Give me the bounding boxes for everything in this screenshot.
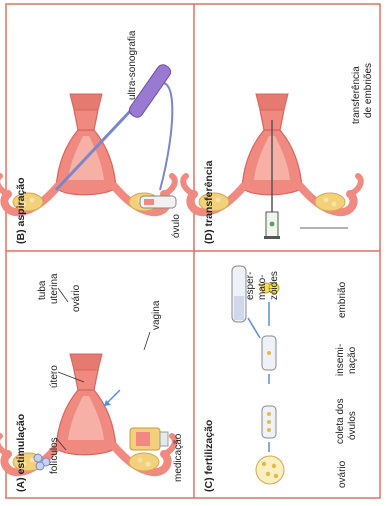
label-uterus: útero <box>50 365 60 388</box>
label-sperm-1: esper- <box>246 272 256 300</box>
label-embryo: embrião <box>338 282 348 318</box>
label-medication: medicação <box>174 434 184 482</box>
label-follicles: folículos <box>50 437 60 474</box>
label-ultrasound: ultra-sonografia <box>128 31 138 100</box>
insemination-dish <box>262 336 276 370</box>
panel-c-title: (C) fertilização <box>204 420 215 492</box>
label-insem-2: nação <box>348 347 358 374</box>
label-uterine: uterina <box>50 273 60 304</box>
label-collect-2: óvulos <box>348 411 358 440</box>
label-ovary-a: ovário <box>72 285 82 312</box>
collection-dish <box>262 406 276 438</box>
sperm-tube <box>232 266 246 322</box>
label-collect-1: coleta dos <box>336 398 346 444</box>
label-insem-1: insemi- <box>336 344 346 376</box>
ovary-eggs <box>256 456 284 484</box>
label-ovum: óvulo <box>172 214 182 238</box>
medication-bottle <box>130 428 168 450</box>
label-sperm-3: zóides <box>270 271 280 300</box>
label-sperm-2: mato- <box>258 274 268 300</box>
label-transfer-1: transferência <box>352 66 362 124</box>
label-ovary-c: ovário <box>338 461 348 488</box>
vagina-leader <box>144 332 150 350</box>
label-transfer-2: de embriões <box>364 63 374 118</box>
label-tube: tuba <box>38 281 48 300</box>
panel-b-title: (B) aspiração <box>16 177 27 244</box>
panel-a-title: (A) estimulação <box>16 414 27 492</box>
label-vagina: vagina <box>152 301 162 330</box>
panel-d-title: (D) transferência <box>204 161 215 244</box>
